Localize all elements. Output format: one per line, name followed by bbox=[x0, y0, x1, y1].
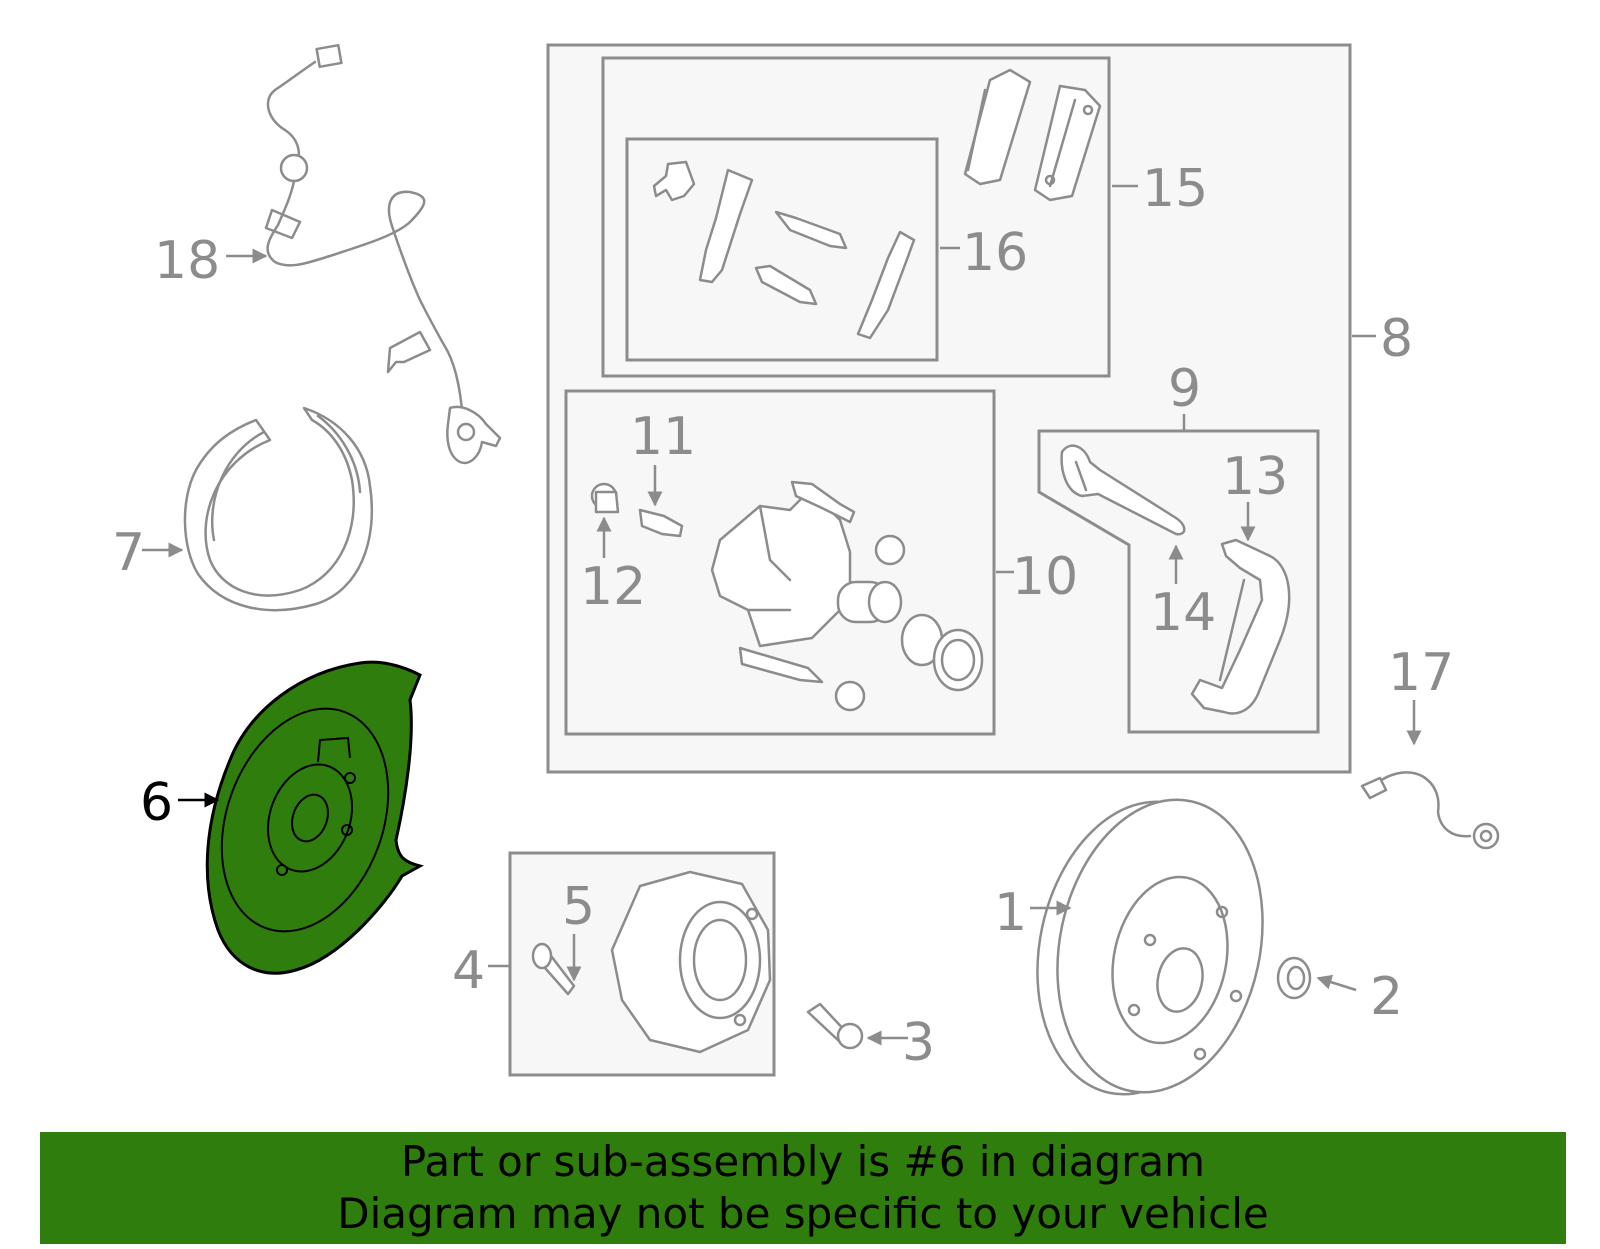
callout-9: 9 bbox=[1168, 359, 1201, 419]
parking-brake-shoe-drawing bbox=[183, 406, 374, 612]
callout-16: 16 bbox=[962, 223, 1028, 283]
callout-11: 11 bbox=[630, 407, 696, 467]
abs-sensor-wire-drawing bbox=[264, 43, 502, 465]
brake-pads-drawing bbox=[963, 68, 1102, 202]
caliper-support-drawing bbox=[1060, 444, 1291, 715]
callout-15: 15 bbox=[1142, 159, 1208, 219]
callout-2: 2 bbox=[1370, 967, 1403, 1027]
backing-plate-drawing bbox=[205, 660, 424, 975]
callout-8: 8 bbox=[1380, 309, 1413, 369]
callout-6: 6 bbox=[140, 773, 173, 833]
callout-1: 1 bbox=[994, 883, 1027, 943]
callout-13: 13 bbox=[1222, 447, 1288, 507]
callout-4: 4 bbox=[452, 941, 485, 1001]
callout-12: 12 bbox=[580, 557, 646, 617]
info-banner: Part or sub-assembly is #6 in diagram Di… bbox=[40, 1132, 1566, 1244]
callout-7: 7 bbox=[112, 523, 145, 583]
callout-3: 3 bbox=[902, 1013, 935, 1073]
banner-line-2: Diagram may not be specific to your vehi… bbox=[337, 1189, 1269, 1238]
callout-14: 14 bbox=[1150, 583, 1216, 643]
hardware-clips-drawing bbox=[652, 160, 916, 340]
callout-5: 5 bbox=[562, 877, 595, 937]
hub-assembly-drawing bbox=[531, 870, 772, 1054]
wear-sensor-drawing bbox=[1360, 771, 1500, 850]
backing-plate-shape bbox=[205, 660, 424, 975]
callout-2-leader bbox=[1316, 974, 1357, 992]
brake-rotor-drawing bbox=[1036, 798, 1264, 1096]
callout-10: 10 bbox=[1012, 547, 1078, 607]
caliper-drawing bbox=[590, 480, 984, 712]
banner-line-1: Part or sub-assembly is #6 in diagram bbox=[400, 1137, 1206, 1186]
callout-18: 18 bbox=[154, 231, 220, 291]
nut-drawing bbox=[1276, 956, 1312, 1000]
callout-17: 17 bbox=[1388, 643, 1454, 703]
screw-drawing bbox=[806, 1002, 864, 1050]
